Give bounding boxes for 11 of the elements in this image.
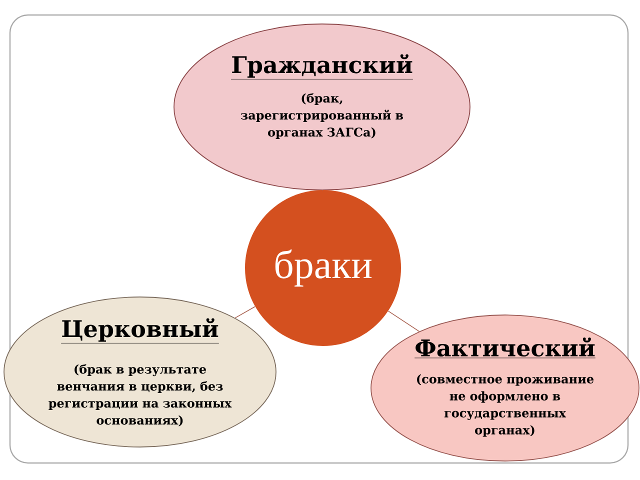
ellipse	[370, 314, 640, 462]
description: (брак, зарегистрированный в органах ЗАГСа)	[240, 93, 404, 139]
heading: Фактический	[414, 337, 596, 358]
description: (брак в результате венчания в церкви, без регистрации на законных основаниях)	[48, 364, 232, 426]
description: (совместное проживание не оформлено в государственных органах)	[417, 374, 594, 437]
connector	[388, 310, 420, 332]
ellipse	[4, 296, 276, 448]
heading: Гражданский	[230, 54, 414, 80]
heading: Церковный	[60, 318, 220, 344]
connector	[234, 306, 256, 318]
ellipse	[174, 24, 470, 190]
